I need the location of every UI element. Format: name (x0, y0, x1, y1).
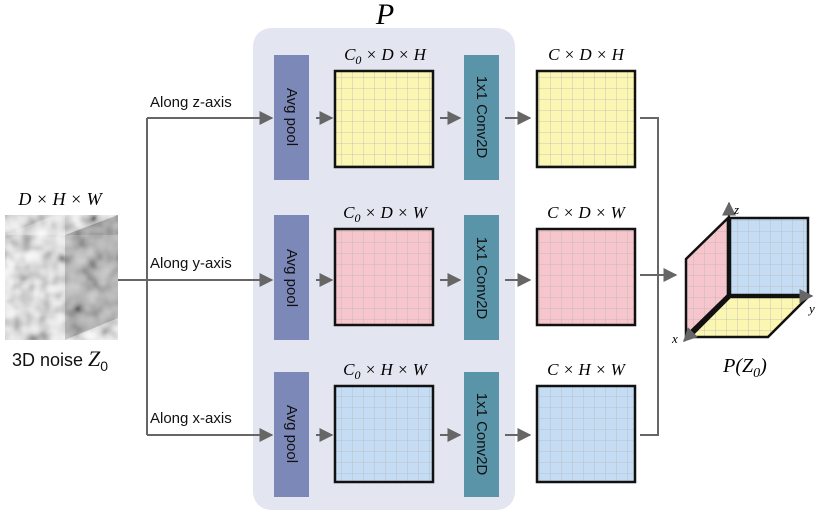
conv-label: 1x1 Conv2D (473, 393, 490, 476)
conv-block (464, 372, 499, 497)
branch-x: Avg pool C0 × H × W 1x1 Conv2D C × H × W (274, 360, 637, 497)
triplane-output: z y x (671, 201, 815, 346)
output-dims-label: C × D × W (547, 203, 627, 222)
pooled-dims-label: C0 × D × W (343, 203, 429, 225)
axis-x (683, 295, 730, 342)
conv-label: 1x1 Conv2D (473, 237, 490, 320)
plane-blue (728, 216, 810, 297)
pooled-dims-label: C0 × D × H (344, 45, 428, 67)
input-caption: 3D noise Z0 (12, 346, 108, 374)
branch-y: Avg pool C0 × D × W 1x1 Conv2D C × D × W (274, 203, 637, 340)
pooled-grid (333, 69, 435, 169)
pooled-grid (333, 384, 435, 484)
axis-z-label: z (733, 202, 739, 217)
avg-pool-block (274, 215, 309, 340)
noise-cube (5, 215, 118, 340)
avg-pool-block (274, 372, 309, 497)
axis-label-z: Along z-axis (150, 94, 232, 111)
pooled-grid (333, 227, 435, 327)
axis-y-label: y (807, 301, 815, 316)
output-dims-label: C × D × H (548, 45, 626, 64)
avg-pool-label: Avg pool (283, 249, 300, 307)
axis-label-x: Along x-axis (150, 410, 232, 427)
input-dims-label: D × H × W (17, 189, 103, 209)
module-p-label: P (375, 0, 394, 31)
branch-z: Avg pool C0 × D × H 1x1 Conv2D C × D × H (274, 45, 637, 180)
conv-label: 1x1 Conv2D (473, 76, 490, 159)
avg-pool-label: Avg pool (283, 405, 300, 463)
output-grid (535, 227, 637, 327)
merge-line-x (640, 275, 659, 436)
merge-line-z (640, 117, 659, 275)
axis-x-label: x (671, 331, 678, 346)
output-dims-label: C × H × W (547, 360, 627, 379)
avg-pool-block (274, 55, 309, 180)
avg-pool-label: Avg pool (283, 88, 300, 146)
output-grid (535, 69, 637, 169)
output-caption: P(Z0) (722, 355, 767, 381)
conv-block (464, 55, 499, 180)
axis-label-y: Along y-axis (150, 255, 232, 272)
pooled-dims-label: C0 × H × W (343, 360, 429, 382)
output-grid (535, 384, 637, 484)
conv-block (464, 215, 499, 340)
